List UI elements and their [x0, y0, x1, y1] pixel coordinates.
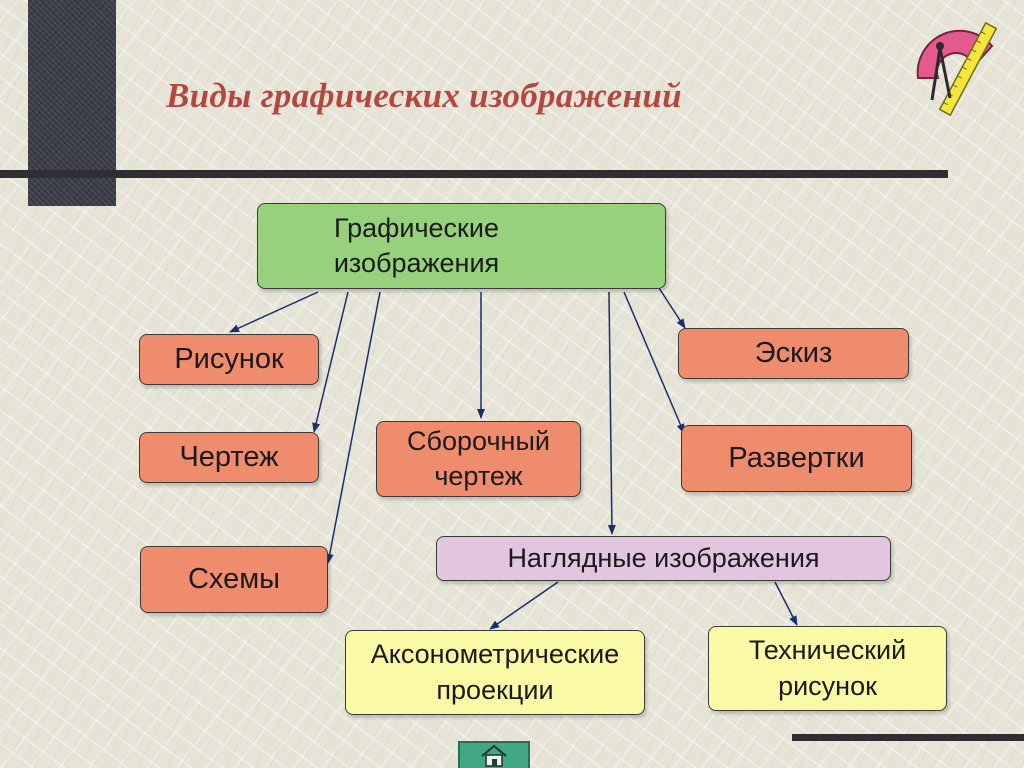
bottom-divider — [792, 734, 1024, 741]
node-chertezh-label: Чертеж — [179, 440, 279, 473]
node-assembly-drawing: Сборочный чертеж — [376, 421, 581, 497]
node-graphic-images-line2: изображения — [333, 248, 500, 278]
slide-title: Виды графических изображений — [166, 76, 682, 115]
node-axonometric-line2: проекции — [436, 674, 554, 705]
node-technical-drawing: Технический рисунок — [708, 626, 947, 711]
arrow-to-risunok — [229, 291, 319, 333]
node-axonometric-line1: Аксонометрические — [370, 639, 620, 670]
node-risunok-label: Рисунок — [174, 342, 284, 375]
node-axonometric-projections: Аксонометрические проекции — [345, 630, 645, 715]
protractor-ruler-compass-icon — [916, 21, 998, 117]
node-razvertki-label: Развертки — [728, 441, 865, 474]
arrow-to-razvertki — [623, 291, 685, 434]
node-chertezh: Чертеж — [139, 432, 319, 483]
arrow-to-eskiz — [658, 287, 686, 329]
node-risunok: Рисунок — [139, 334, 319, 385]
node-technical-line1: Технический — [748, 635, 907, 666]
arrow-to-chertezh — [312, 291, 349, 433]
arrow-to-naglyadnye — [607, 291, 616, 535]
node-skhemy-label: Схемы — [187, 562, 281, 595]
arrow-to-technical — [774, 581, 798, 626]
node-visual-images: Наглядные изображения — [436, 536, 891, 581]
node-technical-line2: рисунок — [778, 670, 877, 701]
node-assembly-drawing-line1: Сборочный — [407, 425, 550, 456]
node-graphic-images: Графические изображения — [257, 203, 666, 289]
arrow-to-skhemy — [325, 291, 381, 564]
node-visual-images-label: Наглядные изображения — [507, 542, 820, 573]
node-assembly-drawing-line2: чертеж — [434, 461, 523, 491]
node-razvertki: Развертки — [681, 425, 912, 492]
arrow-to-axonometric — [489, 581, 559, 630]
node-graphic-images-line1: Графические — [334, 212, 499, 243]
node-eskiz: Эскиз — [678, 328, 909, 379]
node-eskiz-label: Эскиз — [754, 336, 833, 369]
home-button[interactable] — [458, 741, 530, 768]
node-skhemy: Схемы — [140, 546, 328, 613]
title-divider — [0, 170, 948, 178]
home-icon — [481, 744, 507, 767]
